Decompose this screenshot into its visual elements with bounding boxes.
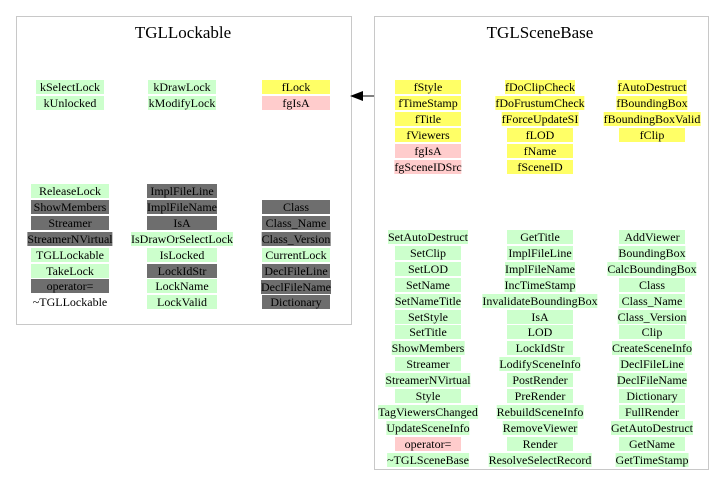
right-method-label: DeclFileLine xyxy=(619,357,685,372)
right-method-label: BoundingBox xyxy=(618,245,686,260)
right-data-member-label: fForceUpdateSI xyxy=(501,111,579,126)
right-method-label: Class xyxy=(619,277,685,292)
right-method-label: GetTitle xyxy=(507,230,573,244)
right-data-member-label: fName xyxy=(507,143,573,158)
right-method-label: ShowMembers xyxy=(391,341,465,356)
right-data-member-label: fLOD xyxy=(507,127,573,142)
left-data-member-label: kDrawLock xyxy=(148,80,216,94)
left-method-label: Class_Version xyxy=(261,231,331,246)
right-data-member-label: fDoFrustumCheck xyxy=(495,95,585,110)
right-method-label: InvalidateBoundingBox xyxy=(482,293,598,308)
right-method-label: Style xyxy=(395,389,461,403)
left-method-label: ReleaseLock xyxy=(31,184,109,198)
right-method-label: SetLOD xyxy=(395,261,461,276)
right-data-member-label: fBoundingBox xyxy=(616,95,688,110)
left-method-label: ImplFileLine xyxy=(147,184,217,198)
right-method-label: SetClip xyxy=(395,245,461,260)
left-method-label: Streamer xyxy=(31,215,109,230)
left-method-label: Class_Name xyxy=(262,215,330,230)
right-method-label: TagViewersChanged xyxy=(378,404,478,419)
right-method-label: SetAutoDestruct xyxy=(388,230,468,244)
right-method-label: Streamer xyxy=(395,357,461,372)
left-data-member-label: fgIsA xyxy=(262,95,330,110)
left-data-member-label: kModifyLock xyxy=(148,95,216,110)
right-method-label: SetName xyxy=(395,277,461,292)
right-method-label: SetTitle xyxy=(395,325,461,340)
right-data-member-label: fAutoDestruct xyxy=(617,80,687,94)
right-method-label: ~TGLSceneBase xyxy=(387,452,469,467)
right-data-member-label: fTitle xyxy=(395,111,461,126)
left-method-label: DeclFileLine xyxy=(262,263,330,278)
left-data-member-label: kSelectLock xyxy=(36,80,104,94)
right-data-member-label: fTimeStamp xyxy=(395,95,461,110)
right-method-label: RebuildSceneInfo xyxy=(496,404,584,419)
right-method-label: GetTimeStamp xyxy=(615,452,689,467)
right-data-member-label: fgIsA xyxy=(395,143,461,158)
left-method-label: Dictionary xyxy=(262,295,330,310)
right-method-label: LOD xyxy=(507,325,573,340)
right-method-label: IsA xyxy=(507,309,573,324)
left-method-label: LockName xyxy=(147,279,217,294)
right-method-label: Class_Version xyxy=(617,309,687,324)
right-method-label: IncTimeStamp xyxy=(504,277,576,292)
left-method-label: CurrentLock xyxy=(262,247,330,262)
right-method-label: Clip xyxy=(619,325,685,340)
class-title-tgllockable: TGLLockable xyxy=(134,23,232,42)
left-method-label: ShowMembers xyxy=(31,199,109,214)
right-method-label: Class_Name xyxy=(619,293,685,308)
right-method-label: Render xyxy=(507,436,573,451)
left-method-label: LockValid xyxy=(147,295,217,310)
right-method-label: AddViewer xyxy=(619,230,685,244)
left-method-label: LockIdStr xyxy=(147,263,217,278)
left-method-label: ~TGLLockable xyxy=(32,295,108,310)
right-data-member-label: fClip xyxy=(619,127,685,142)
right-method-label: LodifySceneInfo xyxy=(499,357,581,372)
right-method-label: FullRender xyxy=(619,404,685,419)
right-data-member-label: fSceneID xyxy=(507,159,573,174)
right-data-member-label: fgSceneIDSrc xyxy=(394,159,462,174)
left-method-label: IsA xyxy=(147,215,217,230)
right-data-member-label: fBoundingBoxValid xyxy=(603,111,701,126)
left-method-label: ImplFileName xyxy=(147,199,217,214)
left-method-label: StreamerNVirtual xyxy=(27,231,113,246)
right-method-label: CalcBoundingBox xyxy=(607,261,697,276)
right-method-label: PreRender xyxy=(507,389,573,403)
right-method-label: ImplFileLine xyxy=(507,245,573,260)
right-method-label: LockIdStr xyxy=(507,341,573,356)
left-method-label: IsLocked xyxy=(147,247,217,262)
right-method-label: UpdateSceneInfo xyxy=(386,420,470,435)
right-method-label: CreateSceneInfo xyxy=(612,341,692,356)
right-method-label: DeclFileName xyxy=(617,373,687,388)
right-method-label: GetName xyxy=(619,436,685,451)
right-data-member-label: fStyle xyxy=(395,80,461,94)
left-method-label: operator= xyxy=(31,279,109,294)
right-method-label: PostRender xyxy=(507,373,573,388)
right-method-label: ResolveSelectRecord xyxy=(488,452,592,467)
right-method-label: GetAutoDestruct xyxy=(611,420,693,435)
right-method-label: StreamerNVirtual xyxy=(385,373,471,388)
right-method-label: SetNameTitle xyxy=(394,293,462,308)
left-method-label: IsDrawOrSelectLock xyxy=(131,231,233,246)
left-method-label: DeclFileName xyxy=(261,279,331,294)
left-method-label: Class xyxy=(262,200,330,214)
right-method-label: ImplFileName xyxy=(505,261,575,276)
right-method-label: Dictionary xyxy=(619,389,685,403)
right-data-member-label: fViewers xyxy=(395,127,461,142)
left-method-label: TakeLock xyxy=(31,263,109,278)
left-data-member-label: kUnlocked xyxy=(36,95,104,110)
left-method-label: TGLLockable xyxy=(31,247,109,262)
right-method-label: RemoveViewer xyxy=(502,420,578,435)
right-method-label: SetStyle xyxy=(395,309,461,324)
right-method-label: operator= xyxy=(395,436,461,451)
left-data-member-label: fLock xyxy=(262,80,330,94)
right-data-member-label: fDoClipCheck xyxy=(505,80,575,94)
class-title-tglscenebase: TGLSceneBase xyxy=(486,23,594,42)
